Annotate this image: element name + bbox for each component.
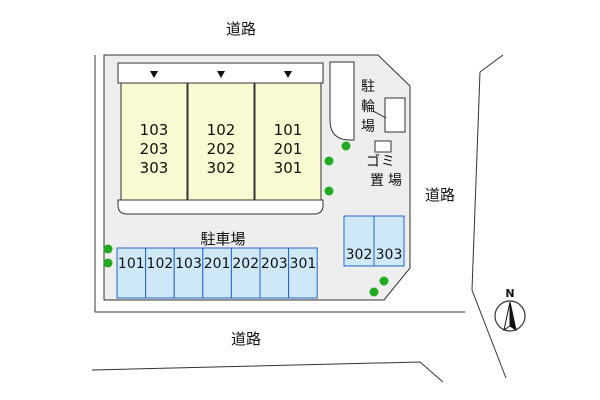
garbage-area-char-4: 場 bbox=[388, 173, 402, 189]
garbage-area-box bbox=[374, 140, 392, 153]
bicycle-parking-leader bbox=[372, 110, 387, 119]
tree bbox=[324, 156, 334, 166]
parking-space bbox=[373, 215, 405, 267]
building-unit-block bbox=[254, 82, 322, 201]
unit-number: 103 bbox=[140, 121, 169, 139]
bicycle-parking-char-3: 場 bbox=[361, 119, 375, 135]
parking-space bbox=[259, 247, 290, 299]
parking-space bbox=[343, 215, 375, 267]
road-edge-east-2 bbox=[471, 71, 507, 379]
parking-space-label: 201 bbox=[204, 256, 231, 272]
tree bbox=[103, 258, 113, 268]
garbage-area-char-2: ミ bbox=[381, 154, 395, 170]
unit-number: 201 bbox=[274, 140, 303, 158]
parking-space-label: 203 bbox=[261, 256, 288, 272]
unit-number: 203 bbox=[140, 140, 169, 158]
bicycle-parking-area bbox=[384, 97, 406, 133]
parking-space bbox=[288, 247, 318, 299]
unit-number: 101 bbox=[274, 121, 303, 139]
tree bbox=[324, 186, 334, 196]
bicycle-parking-char-1: 駐 bbox=[361, 79, 375, 95]
compass-label: N bbox=[505, 287, 514, 300]
road-label-north: 道路 bbox=[226, 20, 256, 38]
walkway bbox=[329, 61, 355, 141]
road-edge-east bbox=[479, 54, 504, 73]
entrance-arrow-icon bbox=[284, 71, 292, 78]
bicycle-parking-char-2: 輪 bbox=[361, 98, 375, 115]
unit-number: 302 bbox=[207, 159, 236, 177]
road-label-east: 道路 bbox=[425, 186, 455, 204]
tree bbox=[103, 244, 113, 254]
tree bbox=[379, 276, 389, 286]
building-base bbox=[117, 199, 324, 215]
parking-space-label: 103 bbox=[175, 256, 202, 272]
garbage-area-char-3: 置 bbox=[370, 173, 384, 189]
parking-label: 駐車場 bbox=[200, 230, 245, 248]
tree bbox=[341, 141, 351, 151]
road-edge-lower bbox=[91, 361, 444, 383]
parking-space bbox=[202, 247, 232, 299]
parking-space-label: 302 bbox=[346, 247, 373, 263]
parking-space-label: 102 bbox=[147, 256, 174, 272]
entrance-arrow-icon bbox=[150, 71, 158, 78]
unit-number: 102 bbox=[207, 121, 236, 139]
parking-space-label: 202 bbox=[232, 256, 259, 272]
road-label-south: 道路 bbox=[231, 330, 261, 348]
parking-space-label: 101 bbox=[118, 256, 145, 272]
parking-space bbox=[173, 247, 204, 299]
unit-number: 303 bbox=[140, 159, 169, 177]
parking-space bbox=[116, 247, 147, 299]
parking-space bbox=[230, 247, 261, 299]
parking-space-label: 301 bbox=[290, 256, 317, 272]
entrance-arrow-icon bbox=[217, 71, 225, 78]
tree bbox=[369, 287, 379, 297]
unit-number: 301 bbox=[274, 159, 303, 177]
unit-number: 202 bbox=[207, 140, 236, 158]
building-unit-block bbox=[120, 82, 188, 201]
compass-icon: N bbox=[494, 287, 526, 332]
building-unit-block bbox=[187, 82, 255, 201]
parking-space-label: 303 bbox=[376, 247, 403, 263]
garbage-area-char-1: ゴ bbox=[366, 153, 380, 170]
